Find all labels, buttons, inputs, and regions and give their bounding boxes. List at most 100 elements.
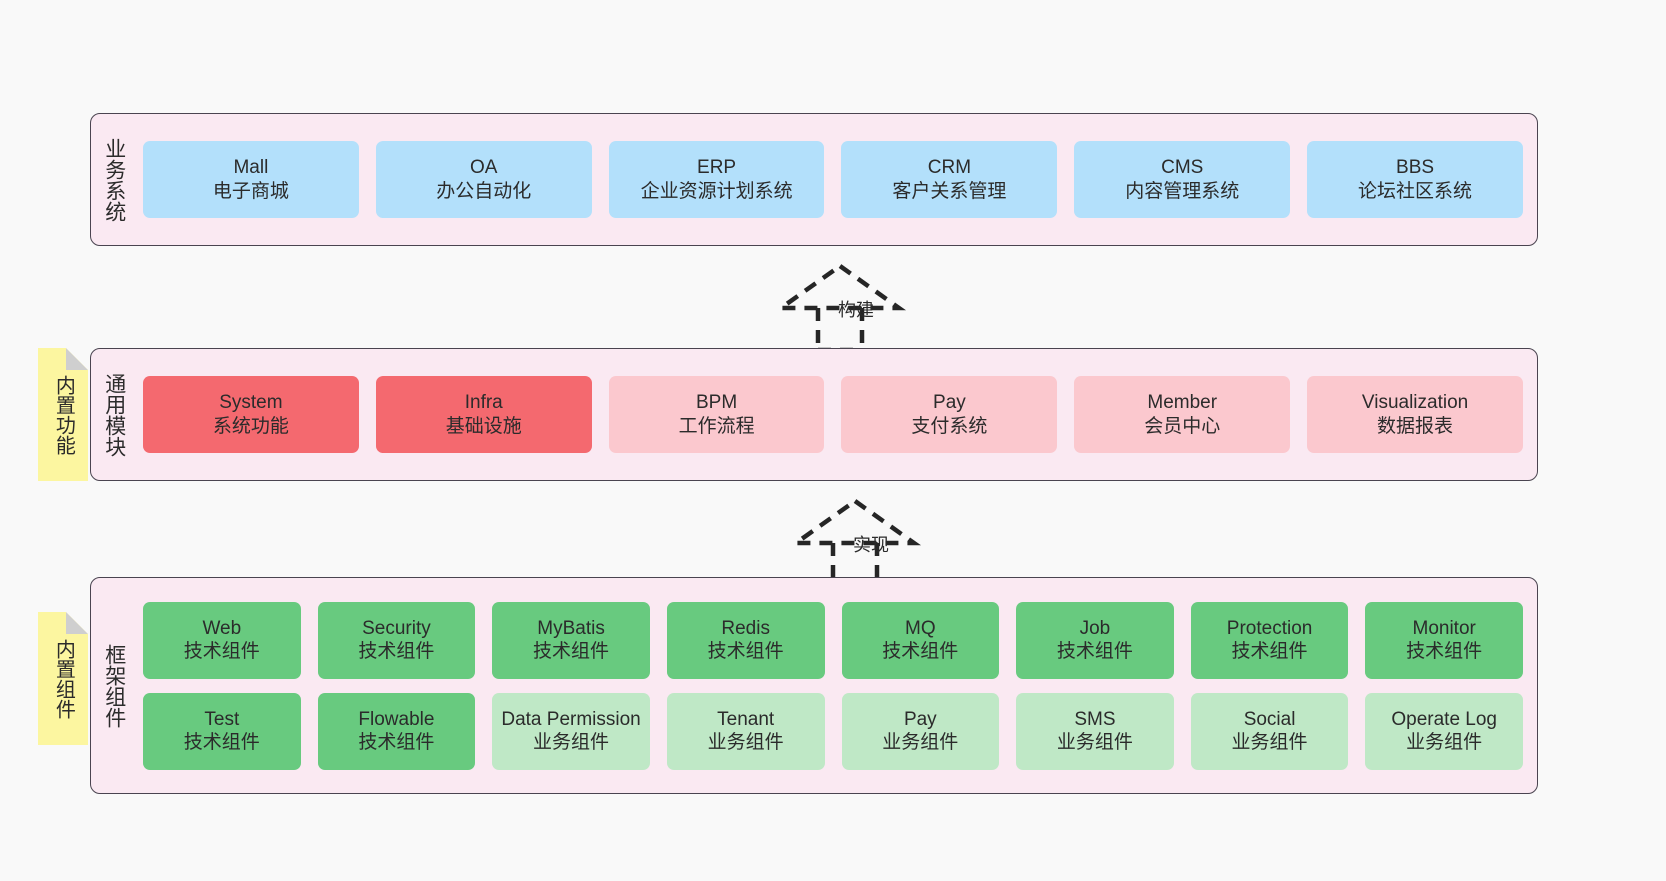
- card-protection[interactable]: Protection 技术组件: [1190, 601, 1349, 679]
- note-fold-corner-icon: [66, 348, 88, 370]
- card-test[interactable]: Test 技术组件: [143, 692, 301, 770]
- card-subtitle: 数据报表: [1377, 415, 1454, 437]
- card-flowable[interactable]: Flowable 技术组件: [317, 692, 476, 770]
- note-fold-corner-icon: [66, 612, 88, 634]
- card-title: OA: [470, 157, 498, 179]
- card-title: Social: [1243, 708, 1296, 730]
- connector-implement: 实现: [775, 495, 935, 588]
- card-pay-component[interactable]: Pay 业务组件: [841, 692, 1000, 770]
- card-title: Operate Log: [1391, 708, 1497, 730]
- card-mall[interactable]: Mall 电子商城: [143, 141, 359, 218]
- card-title: Redis: [721, 617, 770, 639]
- card-subtitle: 工作流程: [678, 415, 755, 437]
- card-subtitle: 内容管理系统: [1125, 180, 1240, 202]
- card-bpm[interactable]: BPM 工作流程: [608, 376, 825, 453]
- note-builtin-feature: 内置功能: [38, 348, 88, 481]
- card-subtitle: 系统功能: [212, 415, 289, 437]
- connector-label: 实现: [853, 535, 889, 555]
- card-redis[interactable]: Redis 技术组件: [666, 601, 825, 679]
- card-title: Monitor: [1412, 617, 1476, 639]
- card-subtitle: 技术组件: [533, 641, 610, 662]
- card-infra[interactable]: Infra 基础设施: [375, 376, 592, 453]
- card-title: Tenant: [717, 708, 775, 730]
- card-title: CRM: [927, 157, 972, 179]
- card-row: Web 技术组件 Security 技术组件 MyBatis 技术组件 Redi…: [143, 601, 1523, 679]
- card-subtitle: 技术组件: [882, 641, 959, 662]
- card-title: MQ: [905, 617, 936, 639]
- card-title: Job: [1079, 617, 1111, 639]
- note-label: 内置组件: [52, 638, 75, 719]
- card-title: System: [219, 392, 283, 414]
- card-visualization[interactable]: Visualization 数据报表: [1307, 376, 1523, 453]
- note-builtin-component: 内置组件: [38, 612, 88, 745]
- card-subtitle: 业务组件: [1406, 732, 1483, 753]
- card-subtitle: 基础设施: [445, 415, 522, 437]
- card-data-permission[interactable]: Data Permission 业务组件: [492, 692, 650, 770]
- card-title: SMS: [1074, 708, 1116, 730]
- card-system[interactable]: System 系统功能: [143, 376, 359, 453]
- card-subtitle: 业务组件: [1056, 732, 1133, 753]
- card-subtitle: 业务组件: [533, 732, 610, 753]
- card-subtitle: 业务组件: [707, 732, 784, 753]
- card-subtitle: 论坛社区系统: [1358, 180, 1473, 202]
- card-subtitle: 技术组件: [358, 732, 435, 753]
- card-subtitle: 会员中心: [1144, 415, 1221, 437]
- layer-body-framework-component: Web 技术组件 Security 技术组件 MyBatis 技术组件 Redi…: [137, 578, 1537, 793]
- card-row: System 系统功能 Infra 基础设施 BPM 工作流程 Pay 支付系统…: [143, 376, 1523, 453]
- card-tenant[interactable]: Tenant 业务组件: [666, 692, 825, 770]
- card-title: Pay: [903, 708, 937, 730]
- card-oa[interactable]: OA 办公自动化: [375, 141, 592, 218]
- card-subtitle: 技术组件: [707, 641, 784, 662]
- card-job[interactable]: Job 技术组件: [1016, 601, 1174, 679]
- layer-body-business-system: Mall 电子商城 OA 办公自动化 ERP 企业资源计划系统 CRM 客户关系…: [137, 114, 1537, 245]
- card-title: Test: [204, 708, 240, 730]
- card-mybatis[interactable]: MyBatis 技术组件: [492, 601, 650, 679]
- note-label: 内置功能: [52, 374, 75, 455]
- card-subtitle: 企业资源计划系统: [640, 180, 793, 202]
- card-social[interactable]: Social 业务组件: [1190, 692, 1349, 770]
- card-bbs[interactable]: BBS 论坛社区系统: [1307, 141, 1523, 218]
- card-member[interactable]: Member 会员中心: [1074, 376, 1291, 453]
- card-subtitle: 客户关系管理: [892, 180, 1007, 202]
- card-title: Protection: [1226, 617, 1313, 639]
- card-web[interactable]: Web 技术组件: [143, 601, 301, 679]
- card-subtitle: 电子商城: [212, 180, 289, 202]
- layer-framework-component: 框架组件 Web 技术组件 Security 技术组件 MyBatis 技术组件…: [90, 577, 1538, 794]
- card-title: Member: [1147, 392, 1218, 414]
- card-mq[interactable]: MQ 技术组件: [841, 601, 1000, 679]
- card-subtitle: 技术组件: [1056, 641, 1133, 662]
- card-title: Data Permission: [501, 708, 641, 730]
- card-crm[interactable]: CRM 客户关系管理: [841, 141, 1058, 218]
- card-cms[interactable]: CMS 内容管理系统: [1074, 141, 1291, 218]
- card-title: Flowable: [358, 708, 435, 730]
- layer-common-module: 通用模块 System 系统功能 Infra 基础设施 BPM 工作流程 Pay…: [90, 348, 1538, 481]
- card-title: Security: [362, 617, 431, 639]
- card-subtitle: 办公自动化: [436, 180, 532, 202]
- card-title: BBS: [1396, 157, 1435, 179]
- card-subtitle: 技术组件: [183, 641, 260, 662]
- card-title: Infra: [464, 392, 503, 414]
- layer-title-framework-component: 框架组件: [102, 643, 126, 728]
- card-title: Web: [202, 617, 242, 639]
- card-subtitle: 业务组件: [882, 732, 959, 753]
- card-subtitle: 技术组件: [183, 732, 260, 753]
- card-title: Mall: [233, 157, 269, 179]
- card-subtitle: 支付系统: [911, 415, 988, 437]
- card-title: MyBatis: [537, 617, 605, 639]
- card-subtitle: 业务组件: [1231, 732, 1308, 753]
- card-pay-module[interactable]: Pay 支付系统: [841, 376, 1058, 453]
- card-security[interactable]: Security 技术组件: [317, 601, 476, 679]
- card-title: Visualization: [1361, 392, 1469, 414]
- card-row: Mall 电子商城 OA 办公自动化 ERP 企业资源计划系统 CRM 客户关系…: [143, 141, 1523, 218]
- card-monitor[interactable]: Monitor 技术组件: [1365, 601, 1523, 679]
- card-erp[interactable]: ERP 企业资源计划系统: [608, 141, 825, 218]
- card-subtitle: 技术组件: [1231, 641, 1308, 662]
- card-operate-log[interactable]: Operate Log 业务组件: [1365, 692, 1523, 770]
- card-title: Pay: [933, 392, 966, 414]
- card-title: BPM: [695, 392, 738, 414]
- card-title: CMS: [1161, 157, 1204, 179]
- card-sms[interactable]: SMS 业务组件: [1016, 692, 1174, 770]
- card-row: Test 技术组件 Flowable 技术组件 Data Permission …: [143, 692, 1523, 770]
- layer-business-system: 业务系统 Mall 电子商城 OA 办公自动化 ERP 企业资源计划系统 CRM…: [90, 113, 1538, 246]
- connector-label: 构建: [838, 300, 874, 320]
